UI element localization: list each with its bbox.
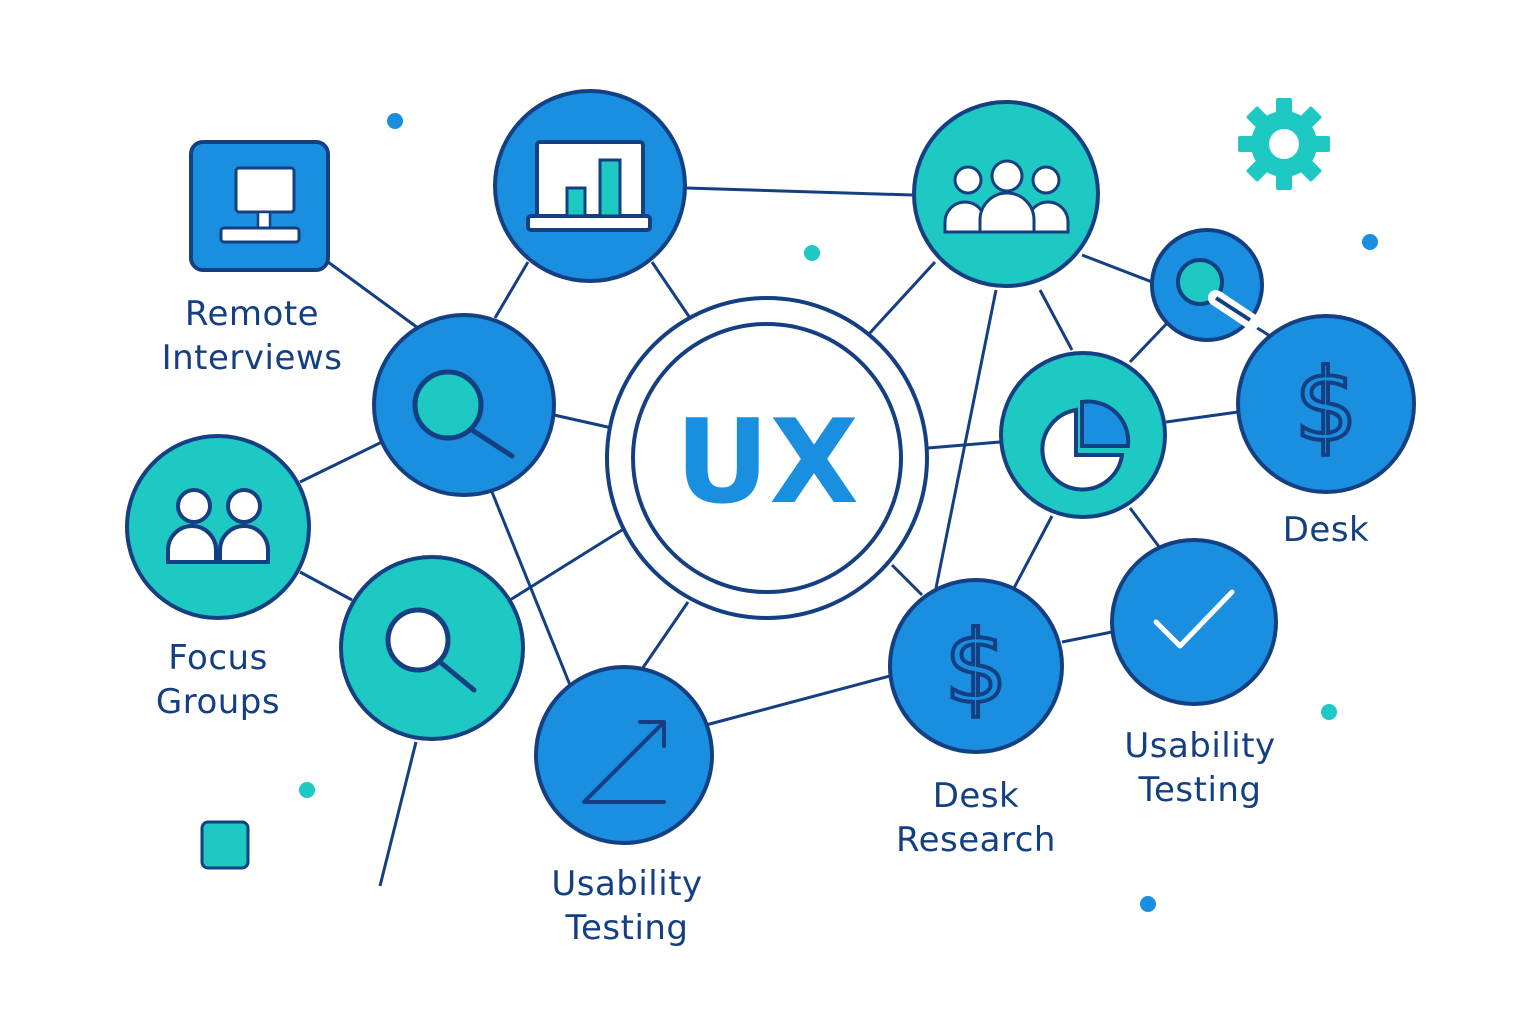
arrow-node	[534, 665, 714, 845]
search-icon	[412, 369, 515, 459]
dollar-icon: $	[944, 609, 1008, 726]
gear-icon	[1238, 98, 1330, 190]
search-node-teal	[339, 555, 525, 741]
label-remote-interviews: Remote Interviews	[161, 294, 343, 378]
dollar-node-bottom: $	[888, 578, 1064, 754]
people-icon	[166, 488, 270, 564]
search-icon	[1176, 258, 1260, 330]
remote-interviews-node	[189, 140, 330, 272]
computer-icon	[219, 166, 301, 244]
ux-center-node: UX	[605, 296, 929, 620]
check-node	[1110, 538, 1278, 706]
arrow-icon	[582, 720, 666, 804]
team-node	[912, 100, 1100, 288]
label-focus-groups: Focus Groups	[155, 638, 281, 722]
ux-center-text: UX	[675, 395, 859, 530]
search-icon	[385, 607, 477, 693]
laptop-chart-icon	[526, 140, 652, 232]
label-desk: Desk	[1282, 510, 1370, 550]
label-usability-testing-right: Usability Testing	[1124, 726, 1276, 810]
decorative-dots	[299, 113, 1378, 912]
search-node-left	[372, 313, 556, 497]
decorative-square	[200, 820, 250, 870]
team-icon	[943, 159, 1070, 234]
dollar-icon: $	[1294, 347, 1358, 464]
pie-chart-node	[999, 351, 1167, 519]
pie-chart-icon	[1040, 399, 1131, 492]
connector-lines	[299, 186, 1271, 887]
dollar-node-right: $	[1236, 314, 1416, 494]
analytics-node	[493, 89, 687, 283]
check-icon	[1153, 589, 1235, 649]
focus-groups-node	[125, 434, 311, 620]
small-search-node	[1150, 228, 1264, 342]
label-desk-research: Desk Research	[896, 776, 1056, 860]
label-usability-testing-bottom: Usability Testing	[551, 864, 703, 948]
